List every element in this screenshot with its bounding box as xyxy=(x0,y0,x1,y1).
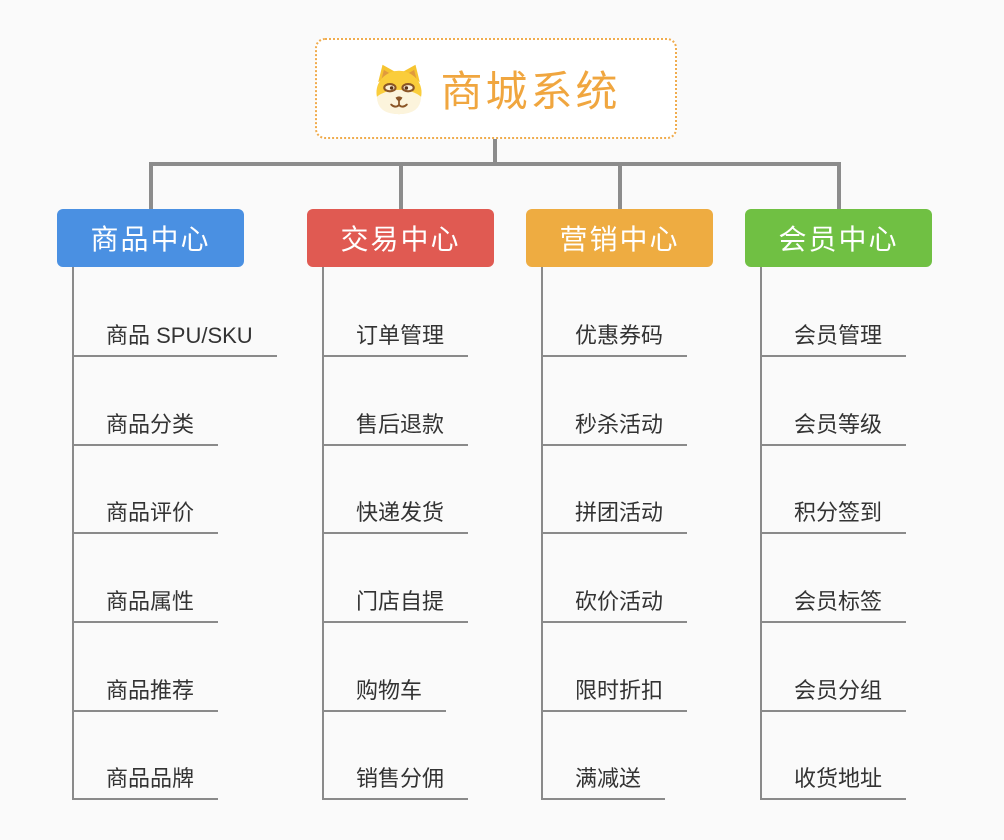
connector-root-stem xyxy=(493,139,497,164)
topic-item[interactable]: 商品推荐 xyxy=(72,674,219,712)
topic-item[interactable]: 售后退款 xyxy=(322,408,469,446)
topic-item[interactable]: 订单管理 xyxy=(322,319,469,357)
topic-item[interactable]: 砍价活动 xyxy=(541,585,688,623)
topic-item[interactable]: 优惠券码 xyxy=(541,319,688,357)
connector-drop-2 xyxy=(399,162,403,209)
topic-item[interactable]: 会员等级 xyxy=(760,408,907,446)
topic-item[interactable]: 快递发货 xyxy=(322,496,469,534)
topic-item[interactable]: 满减送 xyxy=(541,762,666,800)
connector-drop-3 xyxy=(618,162,622,209)
topic-item[interactable]: 销售分佣 xyxy=(322,762,469,800)
branch-node-marketing-center[interactable]: 营销中心 xyxy=(526,209,713,267)
connector-rail xyxy=(149,162,841,166)
branch-node-product-center[interactable]: 商品中心 xyxy=(57,209,244,267)
connector-drop-1 xyxy=(149,162,153,209)
dog-face-icon xyxy=(371,63,427,115)
root-node[interactable]: 商城系统 xyxy=(315,38,677,139)
topic-item[interactable]: 会员标签 xyxy=(760,585,907,623)
branch-node-trade-center[interactable]: 交易中心 xyxy=(307,209,494,267)
topic-item[interactable]: 商品 SPU/SKU xyxy=(72,319,277,357)
topic-item[interactable]: 商品属性 xyxy=(72,585,219,623)
topic-item[interactable]: 门店自提 xyxy=(322,585,469,623)
topic-item[interactable]: 购物车 xyxy=(322,674,447,712)
topic-item[interactable]: 商品分类 xyxy=(72,408,219,446)
topic-item[interactable]: 积分签到 xyxy=(760,496,907,534)
root-title: 商城系统 xyxy=(440,68,621,115)
topic-item[interactable]: 拼团活动 xyxy=(541,496,688,534)
topic-item[interactable]: 收货地址 xyxy=(760,762,907,800)
topic-item[interactable]: 商品评价 xyxy=(72,496,219,534)
topic-item[interactable]: 会员分组 xyxy=(760,674,907,712)
topic-item[interactable]: 会员管理 xyxy=(760,319,907,357)
topic-item[interactable]: 限时折扣 xyxy=(541,674,688,712)
topic-item[interactable]: 秒杀活动 xyxy=(541,408,688,446)
topic-item[interactable]: 商品品牌 xyxy=(72,762,219,800)
connector-drop-4 xyxy=(837,162,841,209)
branch-node-member-center[interactable]: 会员中心 xyxy=(745,209,932,267)
